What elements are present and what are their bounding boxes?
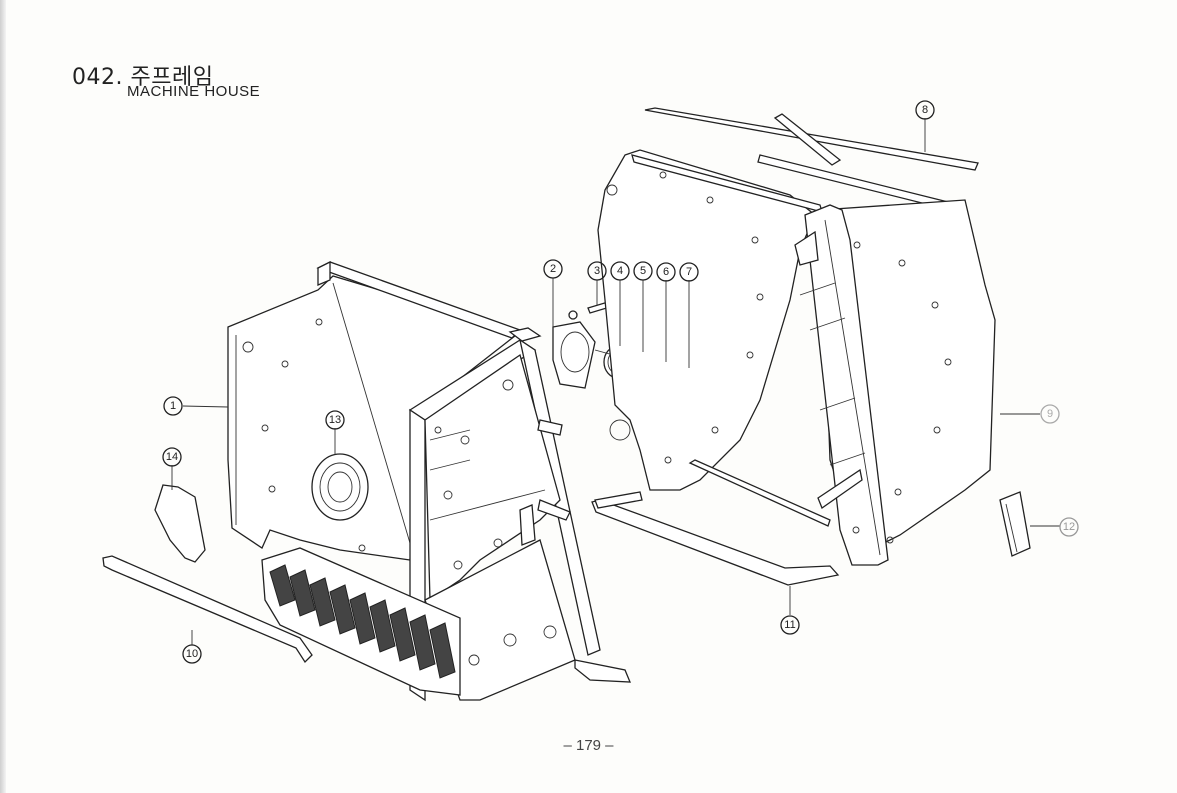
callout-14: 14 (162, 447, 182, 467)
callout-8: 8 (915, 100, 935, 120)
stay-rod-10 (102, 555, 313, 664)
front-machine-house (227, 260, 631, 702)
callout-bubbles: 1 2 3 4 5 6 7 (162, 100, 1079, 664)
section-title: 042. 주프레임 (72, 65, 214, 90)
callout-9: 9 (1040, 404, 1060, 424)
callout-1: 1 (163, 396, 183, 416)
lower-cross-rod-11 (591, 499, 840, 586)
svg-text:6: 6 (663, 266, 669, 278)
section-subtitle: MACHINE HOUSE (127, 83, 261, 100)
side-cover-14 (154, 484, 206, 563)
callout-2: 2 (543, 259, 563, 279)
svg-text:11: 11 (784, 619, 795, 631)
svg-text:8: 8 (922, 104, 928, 116)
top-rod-8 (644, 107, 979, 171)
callout-4: 4 (610, 261, 630, 281)
svg-text:3: 3 (594, 265, 600, 277)
callout-10: 10 (182, 644, 202, 664)
scan-edge (0, 0, 6, 793)
leader-lines (171, 118, 1060, 645)
svg-text:12: 12 (1063, 521, 1075, 533)
callout-6: 6 (656, 262, 676, 282)
small-cover-12 (999, 491, 1031, 557)
callout-11: 11 (780, 615, 800, 635)
svg-text:10: 10 (186, 648, 198, 660)
bearing-plate-2 (552, 321, 596, 389)
svg-text:14: 14 (166, 451, 178, 463)
callout-5: 5 (633, 261, 653, 281)
page-number: – 179 – (563, 737, 614, 754)
svg-text:9: 9 (1047, 408, 1053, 420)
callout-7: 7 (679, 262, 699, 282)
lower-slat-bank (261, 547, 461, 696)
rear-machine-house (591, 149, 996, 586)
panel-holes (242, 318, 557, 666)
svg-text:1: 1 (170, 400, 176, 412)
svg-text:7: 7 (686, 266, 692, 278)
svg-text:4: 4 (617, 265, 623, 277)
callout-3: 3 (587, 261, 607, 281)
callout-13: 13 (325, 410, 345, 430)
svg-text:5: 5 (640, 265, 646, 277)
rear-left-panel (597, 149, 816, 491)
callout-12: 12 (1059, 517, 1079, 537)
svg-text:13: 13 (329, 414, 341, 426)
front-left-side-panel (227, 275, 522, 561)
svg-text:2: 2 (550, 263, 556, 275)
